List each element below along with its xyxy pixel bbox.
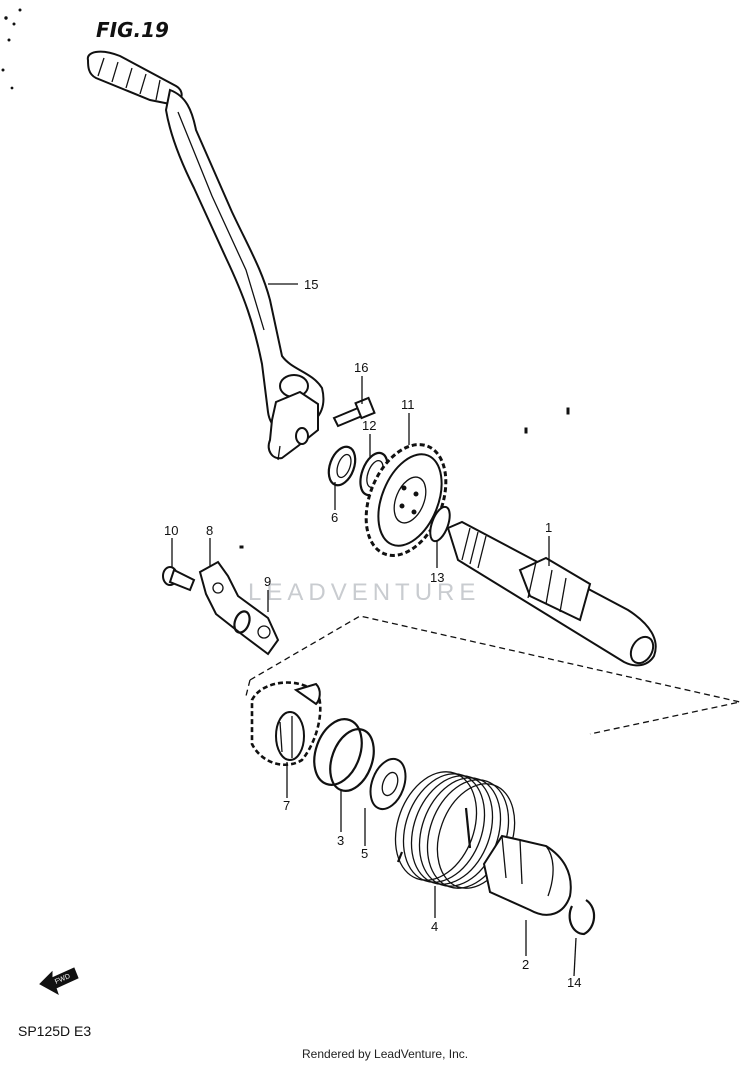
scan-noise bbox=[1, 8, 22, 90]
circlip bbox=[568, 899, 596, 936]
fwd-arrow-icon: FWD bbox=[39, 967, 79, 996]
callout-12: 12 bbox=[362, 418, 376, 433]
watermark: LEADVENTURE bbox=[248, 579, 480, 606]
callout-1: 1 bbox=[545, 520, 552, 535]
callout-9: 9 bbox=[264, 574, 271, 589]
stopper-bolt bbox=[162, 566, 196, 592]
callout-5: 5 bbox=[361, 846, 368, 861]
render-credit: Rendered by LeadVenture, Inc. bbox=[302, 1047, 468, 1061]
leader-lines bbox=[171, 283, 577, 977]
kick-starter-shaft bbox=[446, 520, 657, 667]
kick-starter-drive-gear bbox=[250, 681, 322, 767]
kick-idle-gear bbox=[364, 443, 448, 557]
washer-small bbox=[233, 610, 251, 634]
lever-clamp-bolt bbox=[332, 396, 376, 428]
callout-labels: 15 16 11 12 6 13 1 10 8 9 7 3 5 4 2 14 bbox=[164, 277, 581, 990]
callout-15: 15 bbox=[304, 277, 318, 292]
callout-10: 10 bbox=[164, 523, 178, 538]
callout-4: 4 bbox=[431, 919, 438, 934]
callout-6: 6 bbox=[331, 510, 338, 525]
figure-title: FIG.19 bbox=[96, 18, 169, 42]
callout-3: 3 bbox=[337, 833, 344, 848]
callout-14: 14 bbox=[567, 975, 581, 990]
washer bbox=[369, 757, 407, 811]
callout-7: 7 bbox=[283, 798, 290, 813]
kick-starter-lever bbox=[86, 50, 325, 461]
callout-8: 8 bbox=[206, 523, 213, 538]
callout-16: 16 bbox=[354, 360, 368, 375]
scan-marks bbox=[239, 407, 570, 549]
thrust-washer bbox=[429, 505, 451, 543]
model-code: SP125D E3 bbox=[18, 1023, 91, 1039]
assembly-bracket bbox=[245, 615, 741, 735]
oil-seal bbox=[327, 445, 357, 487]
kick-stopper-plate bbox=[198, 560, 280, 656]
kick-spring-guide bbox=[482, 834, 572, 916]
callout-11: 11 bbox=[401, 397, 415, 412]
callout-13: 13 bbox=[430, 570, 444, 585]
kick-starter-return-spring bbox=[394, 771, 516, 889]
callout-2: 2 bbox=[522, 957, 529, 972]
